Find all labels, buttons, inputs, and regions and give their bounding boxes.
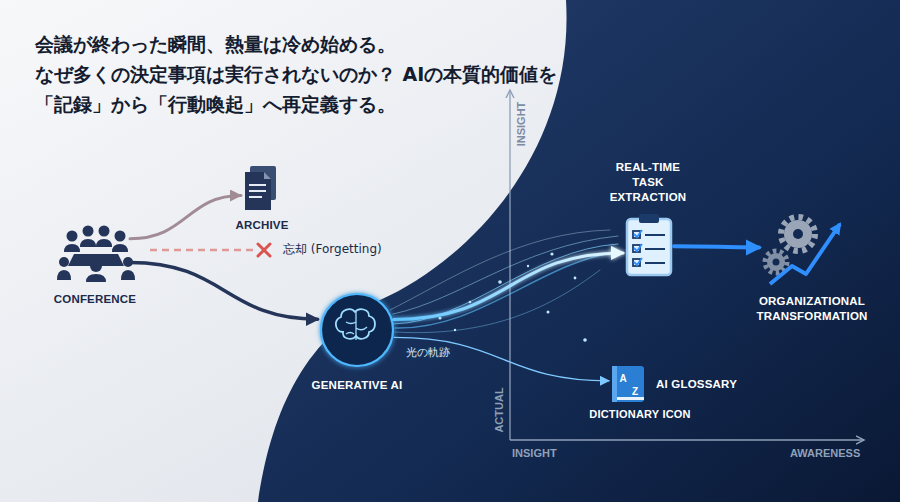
axis-label: ACTUAL [492, 387, 506, 432]
circle [498, 280, 502, 284]
circle [773, 259, 780, 266]
gears-icon [765, 217, 840, 284]
rect [639, 214, 659, 223]
rect [249, 190, 266, 192]
circle [321, 294, 393, 366]
path [121, 270, 135, 280]
circle [83, 226, 94, 237]
connector-arrow [394, 253, 624, 320]
node-label: REAL-TIME TASK EXTRACTION [604, 160, 692, 205]
path [57, 270, 71, 280]
circle [90, 260, 102, 272]
circle [784, 220, 812, 248]
circle [527, 265, 529, 267]
forgetting-line [150, 249, 254, 252]
rect [249, 196, 262, 198]
node-label: CONFERENCE [35, 292, 155, 306]
path [645, 235, 665, 263]
path [393, 236, 618, 314]
ai-node: GENERATIVE AI [319, 292, 395, 368]
axis-label: INSIGHT [514, 102, 528, 147]
circle [67, 231, 78, 242]
path [112, 244, 128, 252]
rect [249, 184, 266, 186]
brain-icon [321, 294, 393, 366]
axis-label: INSIGHT [512, 446, 557, 460]
transform-node: ORGANIZATIONAL TRANSFORMATION [762, 208, 848, 288]
node-label: GENERATIVE AI [292, 378, 422, 392]
x-axis [510, 439, 864, 440]
node-label: DICTIONARY ICON [570, 407, 710, 421]
node-label: AI GLOSSARY [656, 377, 776, 391]
clipboard-icon [627, 214, 671, 275]
glossary-node: AI GLOSSARYDICTIONARY ICON [612, 366, 644, 402]
circle [547, 311, 550, 314]
book-letter: A [619, 372, 626, 385]
path [245, 172, 271, 210]
path [395, 270, 600, 333]
connector-arrow [394, 337, 609, 380]
rect [612, 366, 644, 402]
task-node: REAL-TIME TASK EXTRACTION [626, 216, 674, 276]
path [96, 239, 112, 247]
archive-icon [245, 166, 276, 210]
connector-arrow [130, 196, 241, 239]
circle [99, 226, 110, 237]
connector-arrow [674, 246, 759, 247]
path [346, 312, 367, 340]
conference-node: CONFERENCE [60, 222, 130, 282]
node-label: ORGANIZATIONAL TRANSFORMATION [742, 294, 882, 324]
circle [115, 231, 126, 242]
connector-arrow [130, 262, 318, 319]
path [80, 239, 96, 247]
rect [612, 366, 617, 402]
circle [550, 252, 553, 255]
circle [793, 229, 803, 239]
forgetting-x [258, 244, 270, 256]
y-axis [509, 90, 510, 440]
rect [627, 219, 671, 275]
rect [617, 397, 644, 400]
path [770, 224, 840, 284]
circle [59, 257, 69, 267]
circle [767, 253, 785, 271]
path [264, 172, 271, 179]
conference-icon [57, 226, 135, 283]
circle [781, 217, 815, 251]
book-letter: Z [632, 385, 638, 398]
circle [454, 329, 456, 331]
circle [765, 251, 787, 273]
title: 会議が終わった瞬間、熱量は冷め始める。 なぜ多くの決定事項は実行されないのか？ … [35, 29, 565, 119]
archive-node: ARCHIVE [244, 166, 278, 212]
forgetting-label: 忘却 (Forgetting) [283, 242, 382, 257]
trail-label: 光の軌跡 [404, 346, 452, 360]
circle [574, 277, 577, 280]
trail-dots [438, 252, 586, 341]
book-icon [612, 366, 644, 402]
path [634, 230, 642, 265]
path [390, 230, 610, 310]
node-label: ARCHIVE [217, 218, 307, 232]
circle [583, 338, 587, 342]
axis-label: AWARENESS [790, 446, 860, 460]
path [64, 244, 80, 252]
circle [469, 301, 472, 304]
path [86, 274, 106, 282]
